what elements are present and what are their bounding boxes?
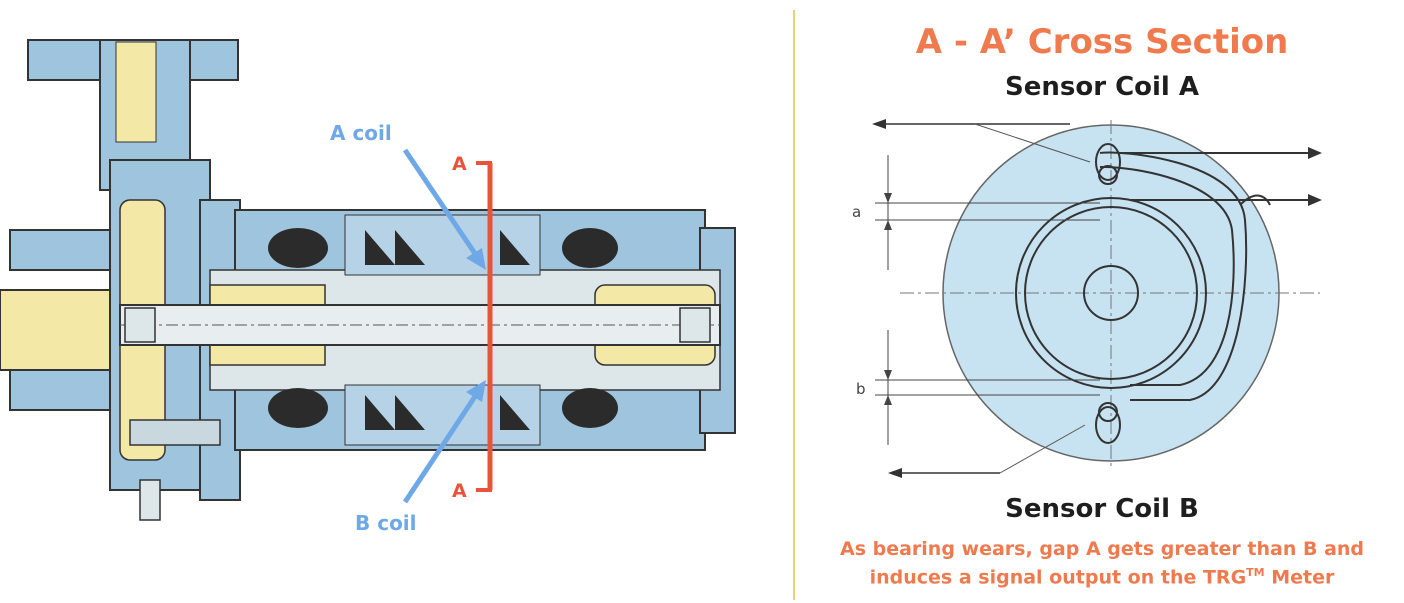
shaft-circle: [1083, 265, 1139, 321]
wear-note-line-2-end: Meter: [1264, 566, 1335, 589]
gap-a-label: a: [852, 203, 861, 221]
wear-note-line-2-text: induces a signal output on the TRG: [869, 566, 1247, 589]
a-coil-label: A coil: [330, 121, 392, 145]
cross-section-title: A - A’ Cross Section: [915, 22, 1289, 62]
a-coil-arrow: [402, 148, 486, 270]
pump-cutaway-drawing: A A A coil B coil: [0, 39, 736, 535]
rotor-outer-ring: [1015, 197, 1207, 389]
panel-divider: [793, 10, 795, 600]
sensor-coil-a-label: Sensor Coil A: [1004, 72, 1200, 102]
section-mark-bottom: A: [452, 480, 467, 502]
pump-casing: [0, 39, 241, 521]
section-line-a-a: [476, 161, 493, 492]
wear-note-line-1: As bearing wears, gap A gets greater tha…: [839, 538, 1365, 560]
wear-note-line-2: induces a signal output on the TRGTM Met…: [800, 566, 1404, 588]
sensor-coil-b-symbol: [1095, 402, 1121, 444]
gap-b-dimension: [875, 330, 1100, 445]
b-coil-label: B coil: [355, 511, 417, 535]
section-mark-top: A: [452, 153, 467, 175]
gap-a-dimension: [875, 155, 1100, 270]
cross-section-panel: A - A’ Cross Section Sensor Coil A: [800, 0, 1404, 603]
b-coil-arrow: [402, 380, 486, 504]
cross-section-diagram: a b: [852, 119, 1322, 478]
trademark-mark: TM: [1246, 566, 1265, 579]
stator-windings: [268, 228, 618, 430]
gap-b-label: b: [856, 380, 866, 398]
sensor-coil-b-label: Sensor Coil B: [1005, 494, 1199, 524]
sensor-coil-a-symbol: [1095, 143, 1121, 185]
